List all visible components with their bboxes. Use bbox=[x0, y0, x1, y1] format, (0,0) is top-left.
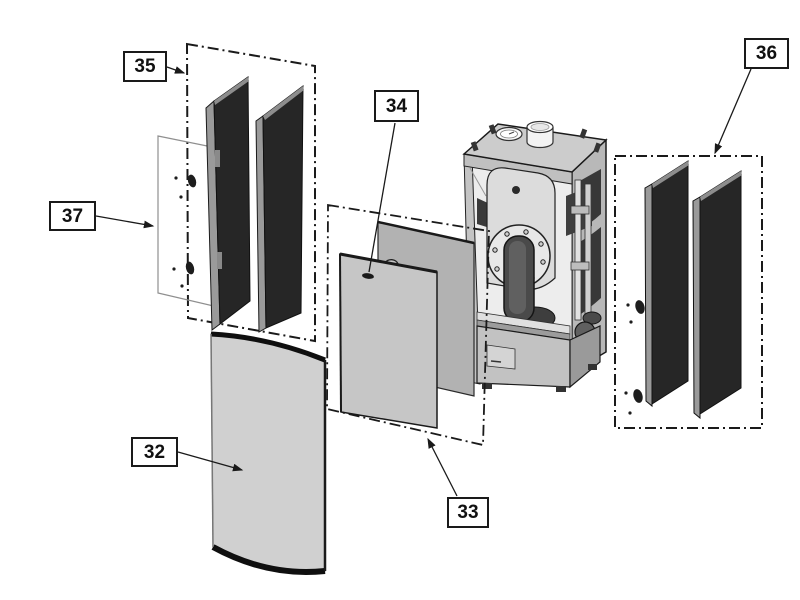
base-assembly bbox=[476, 311, 601, 392]
group-35-outline bbox=[185, 42, 316, 343]
fastener-clip bbox=[187, 174, 197, 188]
fastener-clip bbox=[185, 261, 195, 275]
callout-34: 34 bbox=[374, 90, 419, 122]
top-brackets bbox=[470, 124, 602, 153]
front-insulation-panel bbox=[339, 253, 438, 429]
left-side-panels bbox=[205, 76, 304, 333]
flue-collar bbox=[526, 120, 554, 149]
fastener-clip bbox=[633, 389, 643, 403]
boiler-unit bbox=[462, 120, 608, 392]
callout-32: 32 bbox=[131, 437, 178, 467]
callout-36: 36 bbox=[744, 38, 789, 69]
pressure-gauge bbox=[495, 126, 523, 142]
dark-panel bbox=[213, 76, 251, 325]
group-36-outline bbox=[614, 155, 763, 429]
front-door-panel bbox=[210, 331, 327, 575]
leader-37 bbox=[95, 215, 155, 229]
insulation-panels bbox=[339, 220, 475, 429]
control-plate bbox=[486, 344, 516, 370]
dark-panel bbox=[699, 170, 742, 415]
leader-36 bbox=[714, 68, 752, 155]
callout-33: 33 bbox=[447, 497, 489, 528]
dark-panel bbox=[651, 160, 689, 405]
leader-32 bbox=[177, 451, 244, 472]
leader-34 bbox=[368, 122, 396, 273]
right-side-panels bbox=[624, 160, 742, 420]
leader-lines bbox=[95, 66, 752, 497]
group-33-outline bbox=[326, 203, 490, 447]
dark-panel bbox=[262, 84, 304, 329]
fastener-clip bbox=[635, 300, 645, 314]
panel-clip bbox=[362, 273, 374, 279]
leader-35 bbox=[166, 66, 186, 74]
callout-35: 35 bbox=[123, 51, 167, 82]
callout-37: 37 bbox=[49, 201, 96, 231]
leader-33 bbox=[427, 437, 458, 497]
